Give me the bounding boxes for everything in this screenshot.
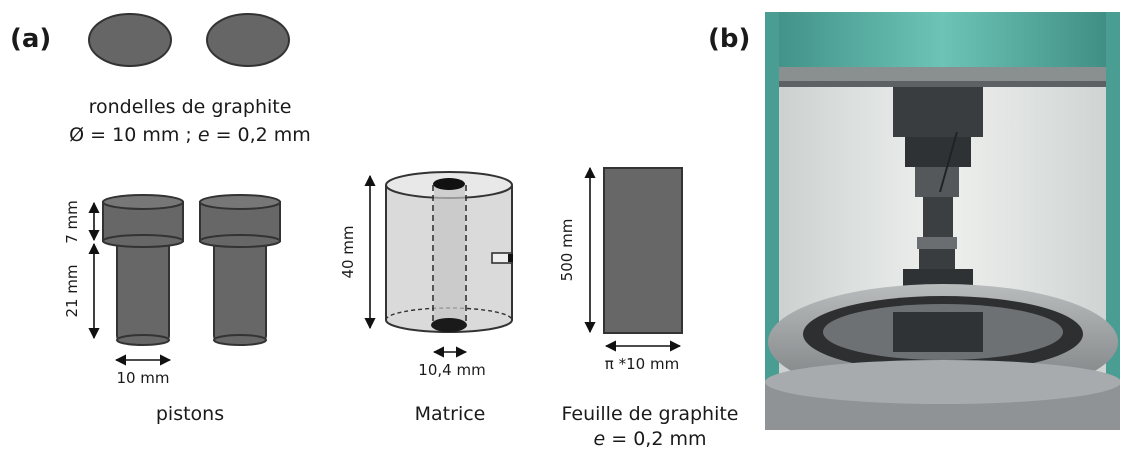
sheet-caption-line2: e = 0,2 mm [593,428,707,450]
die-cylinder [385,171,513,333]
piston-left [102,194,184,346]
graphite-sheet [603,167,683,334]
piston-head-dim-label: 7 mm [63,200,81,244]
graphite-washer-right [206,13,290,67]
pistons-caption: pistons [155,403,225,425]
die-bore-bottom [431,318,467,332]
die-height-dim-label: 40 mm [339,225,357,278]
schematic-diagram: 7 mm 21 mm 10 mm 40 mm 10,4 mm 500 mm π … [63,13,683,387]
die-bore-dim-label: 10,4 mm [418,361,485,379]
press-apparatus-photo [765,12,1120,430]
sheet-length-dim-label: 500 mm [558,219,576,282]
washers-caption-line1: rondelles de graphite [88,96,292,118]
die-bore-top [433,178,465,190]
sheet-width-dim-label: π *10 mm [605,355,679,373]
washers-caption-line2: Ø = 10 mm ; e = 0,2 mm [69,124,311,146]
die-caption: Matrice [414,403,486,425]
piston-body-dim-label: 21 mm [63,264,81,317]
panel-b-label: (b) [708,24,751,54]
piston-right [199,194,281,346]
graphite-washer-left [88,13,172,67]
sheet-caption-line1: Feuille de graphite [561,403,739,425]
panel-a-label: (a) [10,24,52,54]
piston-width-dim-label: 10 mm [116,369,169,387]
